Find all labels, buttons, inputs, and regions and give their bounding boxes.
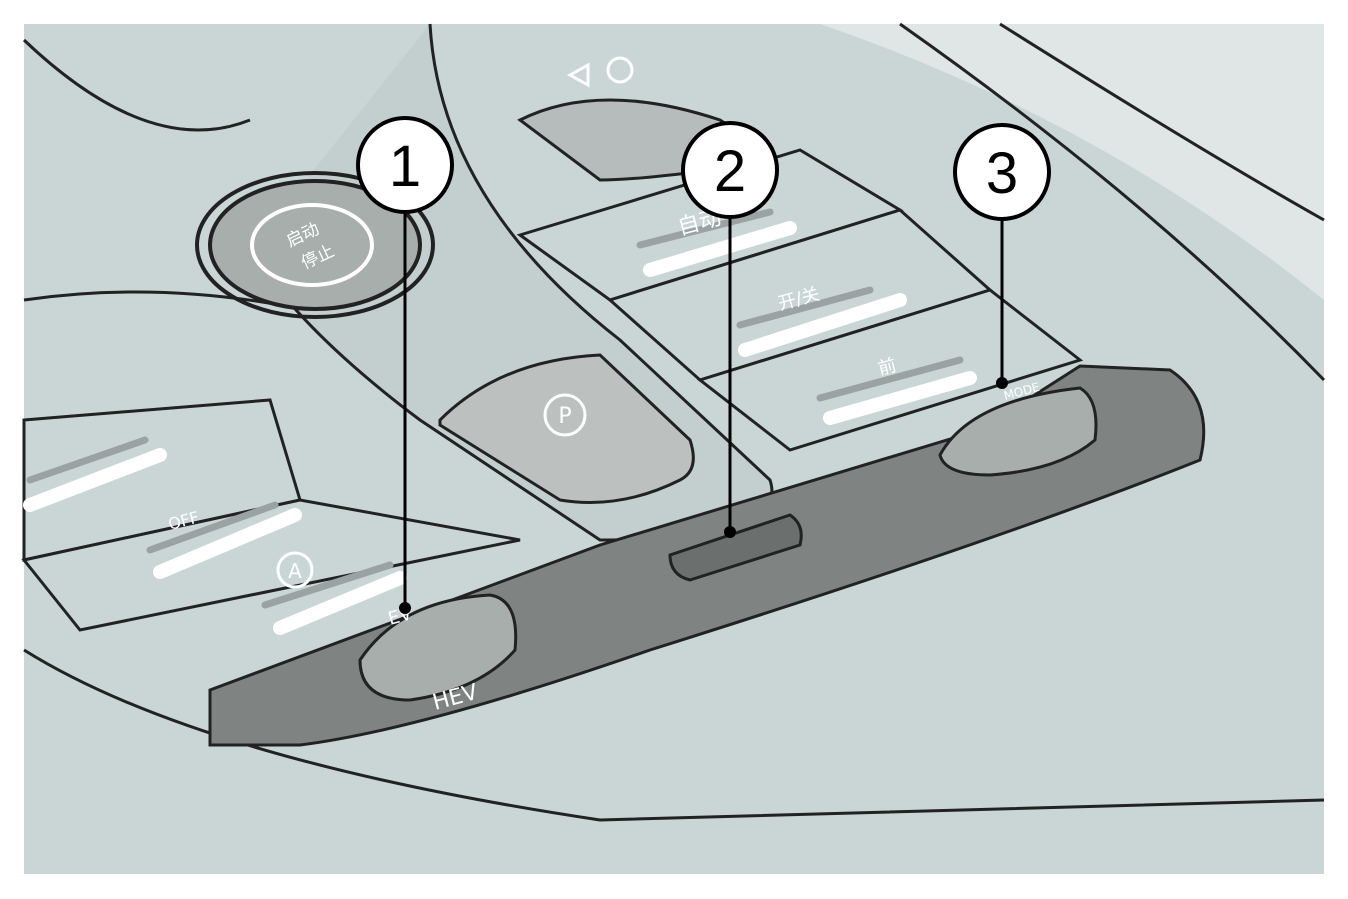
- front-defrost-label: 前: [876, 355, 899, 380]
- callout-1: 1: [356, 116, 454, 614]
- parking-brake-label: P: [558, 404, 571, 429]
- start-stop-button[interactable]: [208, 179, 422, 311]
- parking-brake-switch[interactable]: [438, 353, 695, 504]
- ev-hev-switch[interactable]: [358, 593, 518, 702]
- callout-3: 3: [953, 123, 1051, 389]
- svg-text:2: 2: [714, 139, 746, 204]
- auto-hold-label: A: [288, 559, 302, 583]
- power-icon: [566, 62, 590, 88]
- svg-text:3: 3: [986, 141, 1018, 206]
- terrain-mode-switch[interactable]: [668, 513, 803, 582]
- svg-text:1: 1: [389, 134, 421, 199]
- callout-2: 2: [681, 121, 779, 538]
- drive-mode-switch[interactable]: [938, 386, 1098, 477]
